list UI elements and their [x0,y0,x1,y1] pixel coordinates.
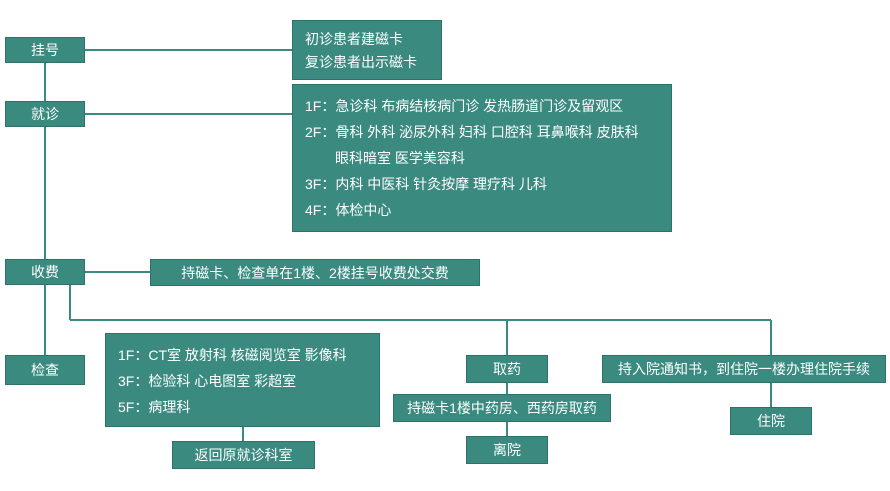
register-notes-box: 初诊患者建磁卡 复诊患者出示磁卡 [292,20,442,80]
payment-box: 收费 [5,259,85,285]
consult-label: 就诊 [31,106,59,122]
hospital-note-box: 持入院通知书，到住院一楼办理住院手续 [602,355,886,383]
hospital-box: 住院 [730,407,812,435]
exam-floor-1f: 1F：CT室 放射科 核磁阅览室 影像科 [118,347,347,363]
exam-label: 检查 [31,362,59,378]
pharmacy-label: 取药 [493,361,521,377]
hospital-label: 住院 [757,413,785,429]
consult-floor-2f: 2F：骨科 外科 泌尿外科 妇科 口腔科 耳鼻喉科 皮肤科 [305,124,639,140]
exam-floor-5f: 5F：病理科 [118,399,191,415]
exam-floors-box: 1F：CT室 放射科 核磁阅览室 影像科 3F：检验科 心电图室 彩超室 5F：… [105,333,380,427]
consult-floor-1f: 1F：急诊科 布病结核病门诊 发热肠道门诊及留观区 [305,98,624,114]
payment-note: 持磁卡、检查单在1楼、2楼挂号收费处交费 [181,264,449,281]
register-box: 挂号 [5,37,85,63]
exam-box: 检查 [5,355,85,385]
consult-floor-2f-cont: 眼科暗室 医学美容科 [335,150,465,166]
leave-label: 离院 [493,442,521,458]
pharmacy-note: 持磁卡1楼中药房、西药房取药 [407,400,597,416]
pharmacy-box: 取药 [466,355,548,383]
consult-floors-box: 1F：急诊科 布病结核病门诊 发热肠道门诊及留观区 2F：骨科 外科 泌尿外科 … [292,84,672,232]
exam-floor-3f: 3F：检验科 心电图室 彩超室 [118,373,297,389]
consult-floor-4f: 4F：体检中心 [305,202,392,218]
return-box: 返回原就诊科室 [172,441,315,469]
register-note-2: 复诊患者出示磁卡 [305,54,417,70]
register-label: 挂号 [31,42,59,58]
return-note: 返回原就诊科室 [194,447,293,463]
register-note-1: 初诊患者建磁卡 [305,31,403,47]
pharmacy-note-box: 持磁卡1楼中药房、西药房取药 [393,394,611,422]
leave-box: 离院 [466,436,548,464]
hospital-note: 持入院通知书，到住院一楼办理住院手续 [618,361,870,377]
consult-floor-3f: 3F：内科 中医科 针灸按摩 理疗科 儿科 [305,176,547,192]
consult-box: 就诊 [5,101,85,127]
payment-note-box: 持磁卡、检查单在1楼、2楼挂号收费处交费 [150,259,480,286]
payment-label: 收费 [31,264,59,280]
